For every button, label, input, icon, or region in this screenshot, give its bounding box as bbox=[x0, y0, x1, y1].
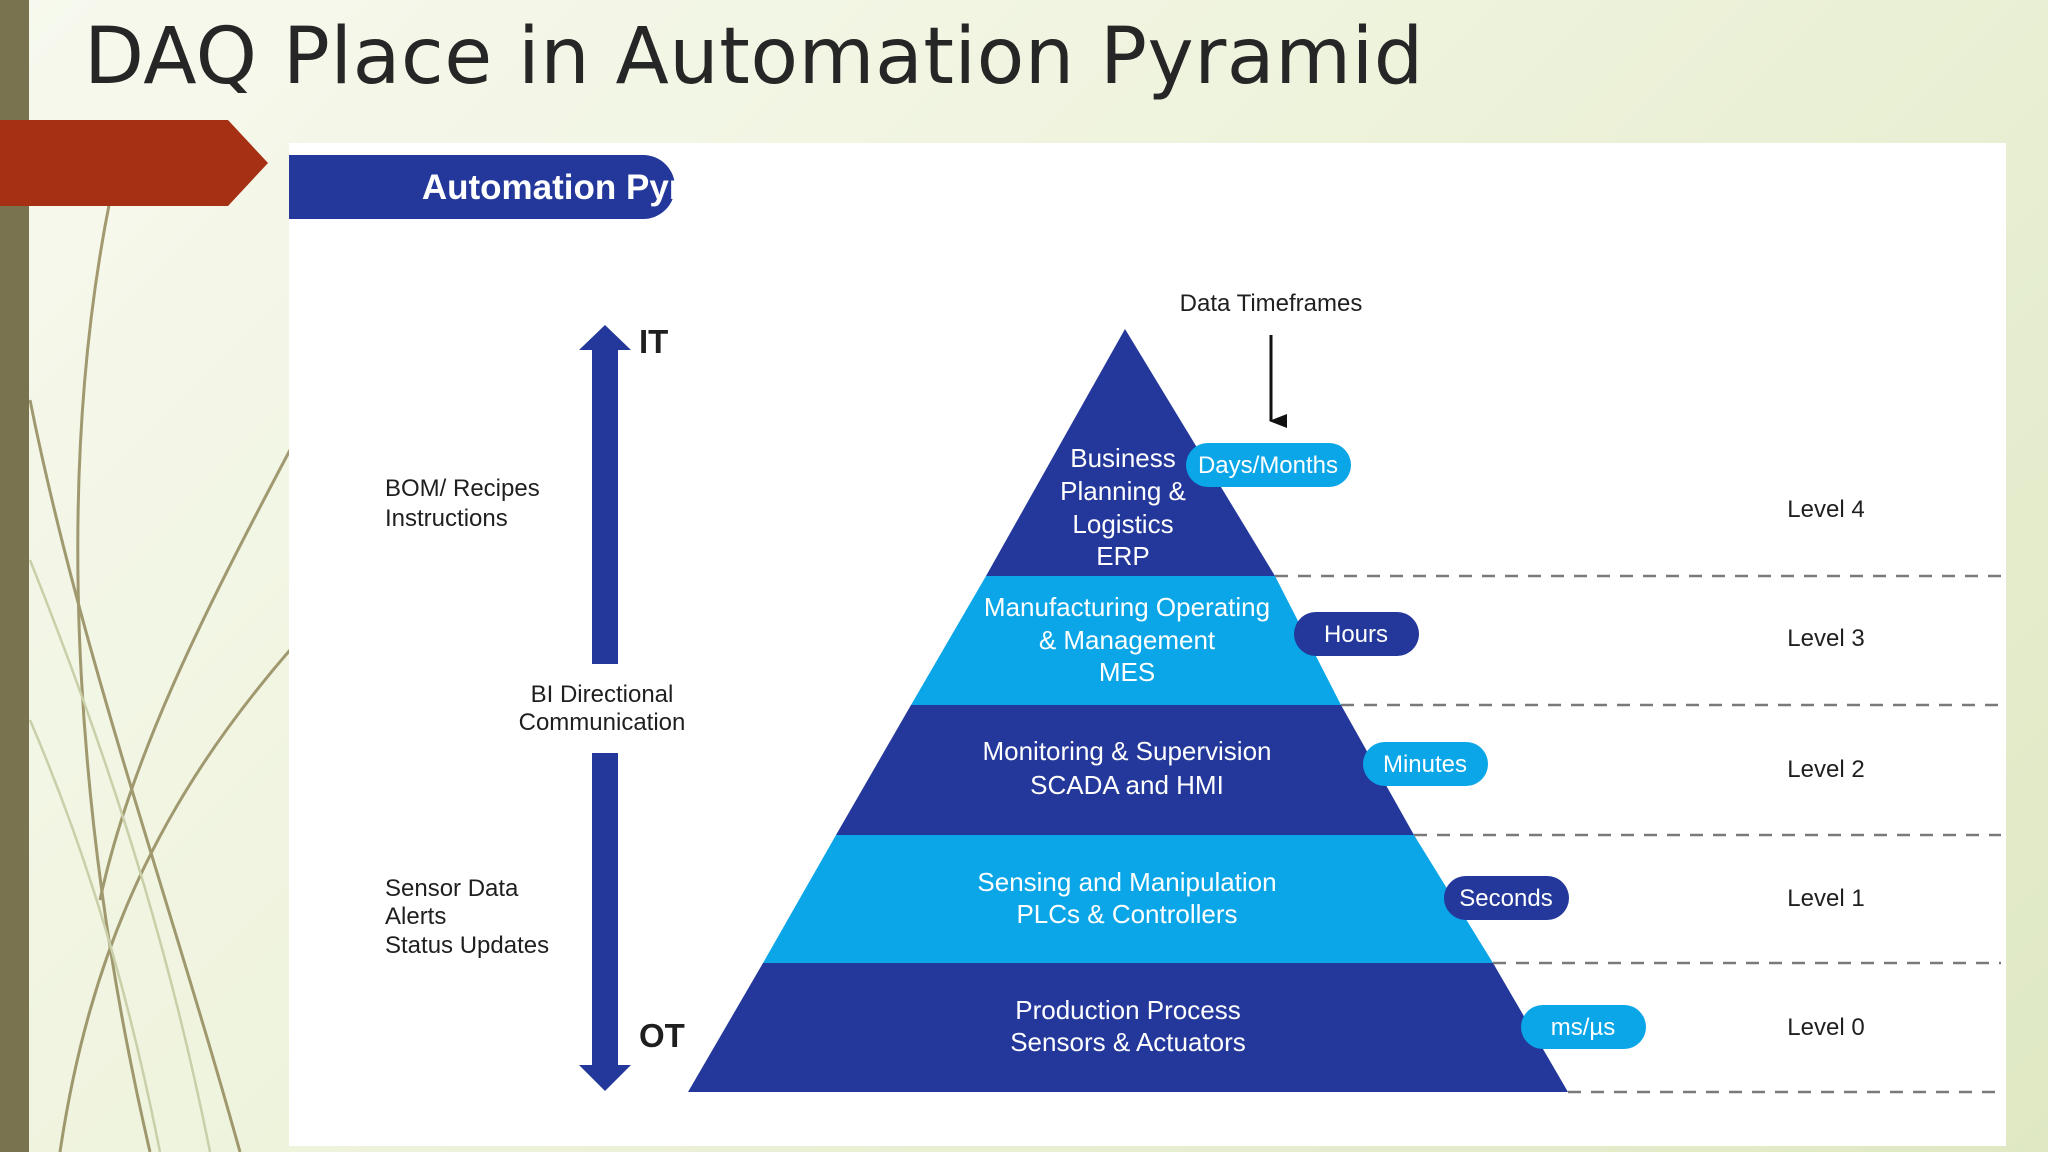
timeframe-pill-minutes bbox=[1363, 742, 1488, 786]
tier-mes-line2: & Management bbox=[1039, 625, 1216, 655]
tier-erp-line3: Logistics bbox=[1072, 509, 1173, 539]
tier-mes-line3: MES bbox=[1099, 657, 1155, 687]
tier-plc-line1: Sensing and Manipulation bbox=[977, 867, 1276, 897]
slide-title: DAQ Place in Automation Pyramid bbox=[84, 12, 1424, 102]
tier-mes bbox=[911, 576, 1341, 705]
tier-erp bbox=[986, 329, 1275, 576]
it-arrow-icon bbox=[579, 325, 631, 664]
timeframe-ms-us: ms/µs bbox=[1551, 1014, 1616, 1041]
diagram-panel: Automation Pyramid IT OT BI Directional … bbox=[289, 143, 2006, 1146]
timeframe-pill-hours bbox=[1294, 612, 1419, 656]
level-separators bbox=[1275, 574, 2001, 1094]
level-1-label: Level 1 bbox=[1787, 885, 1864, 912]
tier-scada bbox=[836, 705, 1414, 835]
banner-shape bbox=[289, 155, 675, 219]
timeframe-pill-seconds bbox=[1444, 876, 1569, 920]
ot-arrow-icon bbox=[579, 753, 631, 1091]
instructions-label: Instructions bbox=[385, 505, 508, 532]
data-timeframes-header: Data Timeframes bbox=[1180, 290, 1363, 317]
level-4-label: Level 4 bbox=[1787, 496, 1864, 523]
tier-mes-line1: Manufacturing Operating bbox=[984, 592, 1270, 622]
timeframe-pill-days-months bbox=[1186, 443, 1351, 487]
timeframe-hours: Hours bbox=[1324, 621, 1388, 648]
status-updates-label: Status Updates bbox=[385, 932, 549, 959]
banner-title: Automation Pyramid bbox=[422, 168, 764, 207]
level-2-label: Level 2 bbox=[1787, 756, 1864, 783]
timeframe-seconds: Seconds bbox=[1459, 885, 1552, 912]
accent-arrow-shape bbox=[0, 120, 268, 206]
sensor-data-label: Sensor Data bbox=[385, 875, 519, 902]
tier-production-line2: Sensors & Actuators bbox=[1010, 1027, 1246, 1057]
tier-plc bbox=[763, 835, 1493, 963]
tier-production bbox=[688, 963, 1568, 1092]
automation-pyramid-diagram: Automation Pyramid IT OT BI Directional … bbox=[289, 155, 2001, 1094]
bidirectional-label-line1: BI Directional bbox=[531, 681, 674, 708]
tier-production-line1: Production Process bbox=[1015, 995, 1240, 1025]
tier-scada-line2: SCADA and HMI bbox=[1030, 770, 1224, 800]
bom-recipes-label: BOM/ Recipes bbox=[385, 475, 540, 502]
tier-plc-line2: PLCs & Controllers bbox=[1016, 899, 1237, 929]
level-3-label: Level 3 bbox=[1787, 625, 1864, 652]
timeframe-pill-ms-us bbox=[1521, 1005, 1646, 1049]
timeframe-minutes: Minutes bbox=[1383, 751, 1467, 778]
bidirectional-label-line2: Communication bbox=[519, 709, 686, 736]
timeframe-days-months: Days/Months bbox=[1198, 452, 1338, 479]
tier-erp-line4: ERP bbox=[1096, 541, 1149, 571]
tier-scada-line1: Monitoring & Supervision bbox=[982, 736, 1271, 766]
ot-label: OT bbox=[639, 1017, 685, 1054]
it-label: IT bbox=[639, 323, 668, 360]
decorative-stems bbox=[28, 199, 292, 1152]
alerts-label: Alerts bbox=[385, 903, 446, 930]
tier-erp-line1: Business bbox=[1070, 443, 1176, 473]
level-0-label: Level 0 bbox=[1787, 1014, 1864, 1041]
tier-erp-line2: Planning & bbox=[1060, 476, 1186, 506]
